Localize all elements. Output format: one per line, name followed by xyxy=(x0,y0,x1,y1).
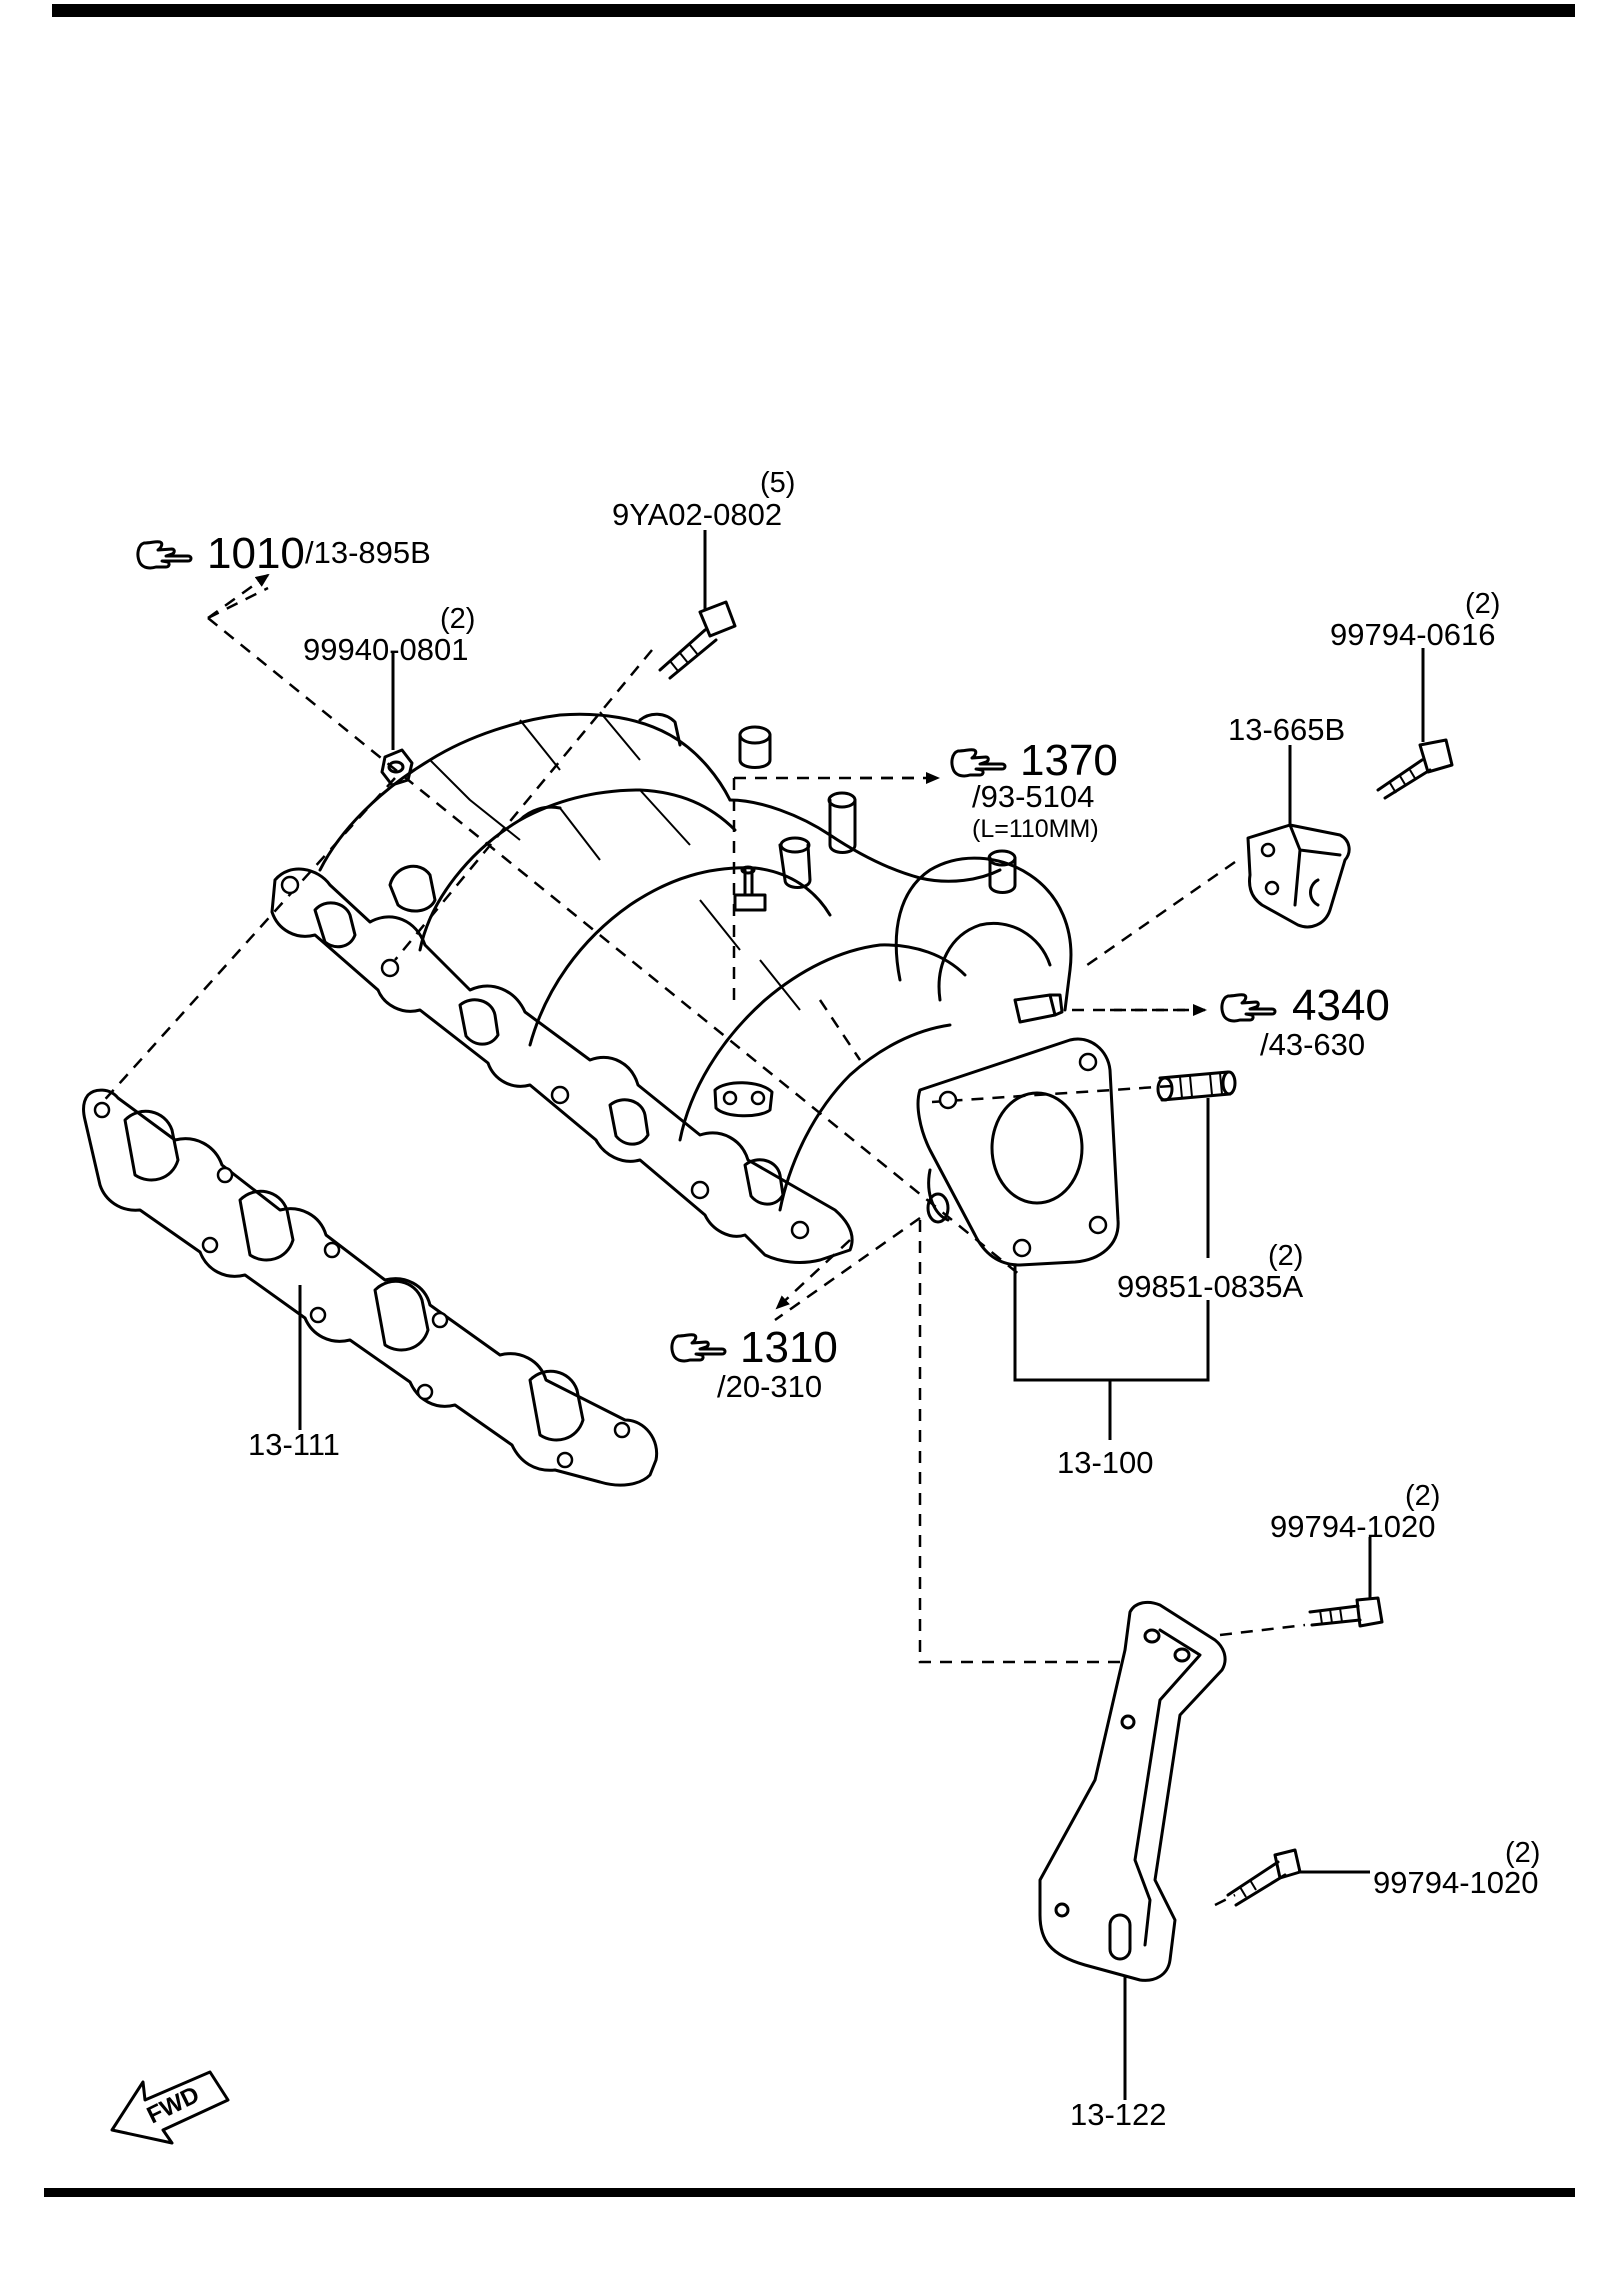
reference-4340[interactable]: 4340 /43-630 xyxy=(1220,981,1390,1062)
reference-1310[interactable]: 1310 /20-310 xyxy=(670,1323,838,1404)
gasket-13-111 xyxy=(82,1088,659,1487)
intake-manifold-13-100 xyxy=(270,711,1120,1267)
label-13-100: 13-100 xyxy=(1057,1445,1154,1480)
ref-1310-figure: 1310 xyxy=(740,1323,838,1372)
stud-99851-0835a xyxy=(1156,1070,1237,1102)
pointing-hand-icon xyxy=(950,748,1007,778)
ref-1010-arrow xyxy=(207,573,270,620)
label-99940-0801: 99940-0801 xyxy=(303,632,469,667)
reference-1010[interactable]: 1010 /13-895B xyxy=(136,529,431,578)
bottom-rule xyxy=(44,2188,1575,2197)
ref-1010-part: /13-895B xyxy=(305,535,431,570)
pointing-hand-icon xyxy=(1220,993,1277,1023)
label-99851-0835a: 99851-0835A xyxy=(1117,1269,1303,1304)
label-13-111: 13-111 xyxy=(248,1427,340,1462)
leader-lines xyxy=(298,530,1425,2100)
label-13-665b: 13-665B xyxy=(1228,712,1345,747)
part-labels: (5) 9YA02-0802 (2) 99940-0801 (2) 99794-… xyxy=(248,467,1540,2132)
qty-99794-0616: (2) xyxy=(1465,588,1500,620)
bracket-13-122 xyxy=(1038,1600,1227,1982)
ref-4340-figure: 4340 xyxy=(1292,981,1390,1030)
bolt-99794-1020-upper xyxy=(1308,1596,1384,1628)
bolt-99794-0616 xyxy=(1376,738,1454,800)
label-99794-1020-lower: 99794-1020 xyxy=(1373,1865,1539,1900)
bracket-13-665b xyxy=(1246,823,1351,929)
qty-99940-0801: (2) xyxy=(440,603,475,635)
bolt-9ya02-0802 xyxy=(658,600,737,680)
top-rule xyxy=(52,4,1575,17)
ref-1370-note: (L=110MM) xyxy=(972,815,1099,843)
bolt-99794-1020-lower xyxy=(1226,1848,1302,1907)
ref-1310-part: /20-310 xyxy=(717,1369,822,1404)
pointing-hand-icon xyxy=(136,540,193,570)
qty-99794-1020-upper: (2) xyxy=(1405,1480,1440,1512)
qty-9ya02-0802: (5) xyxy=(760,467,795,499)
reference-1370[interactable]: 1370 /93-5104 (L=110MM) xyxy=(950,736,1118,843)
qty-99851-0835a: (2) xyxy=(1268,1240,1303,1272)
label-13-122: 13-122 xyxy=(1070,2097,1167,2132)
ref-1010-figure: 1010 xyxy=(207,529,305,578)
ref-1370-figure: 1370 xyxy=(1020,736,1118,785)
nut-99940-0801 xyxy=(380,748,414,787)
forward-arrow-icon: FWD xyxy=(110,2070,230,2145)
ref-1370-part: /93-5104 xyxy=(972,779,1094,814)
qty-99794-1020-lower: (2) xyxy=(1505,1837,1540,1869)
ref-1310-arrow xyxy=(775,1239,851,1310)
label-99794-0616: 99794-0616 xyxy=(1330,617,1496,652)
label-9ya02-0802: 9YA02-0802 xyxy=(612,497,782,532)
label-99794-1020-upper: 99794-1020 xyxy=(1270,1509,1436,1544)
pointing-hand-icon xyxy=(670,1333,727,1363)
assembly-dashed-lines xyxy=(99,586,1306,1907)
ref-4340-part: /43-630 xyxy=(1260,1027,1365,1062)
